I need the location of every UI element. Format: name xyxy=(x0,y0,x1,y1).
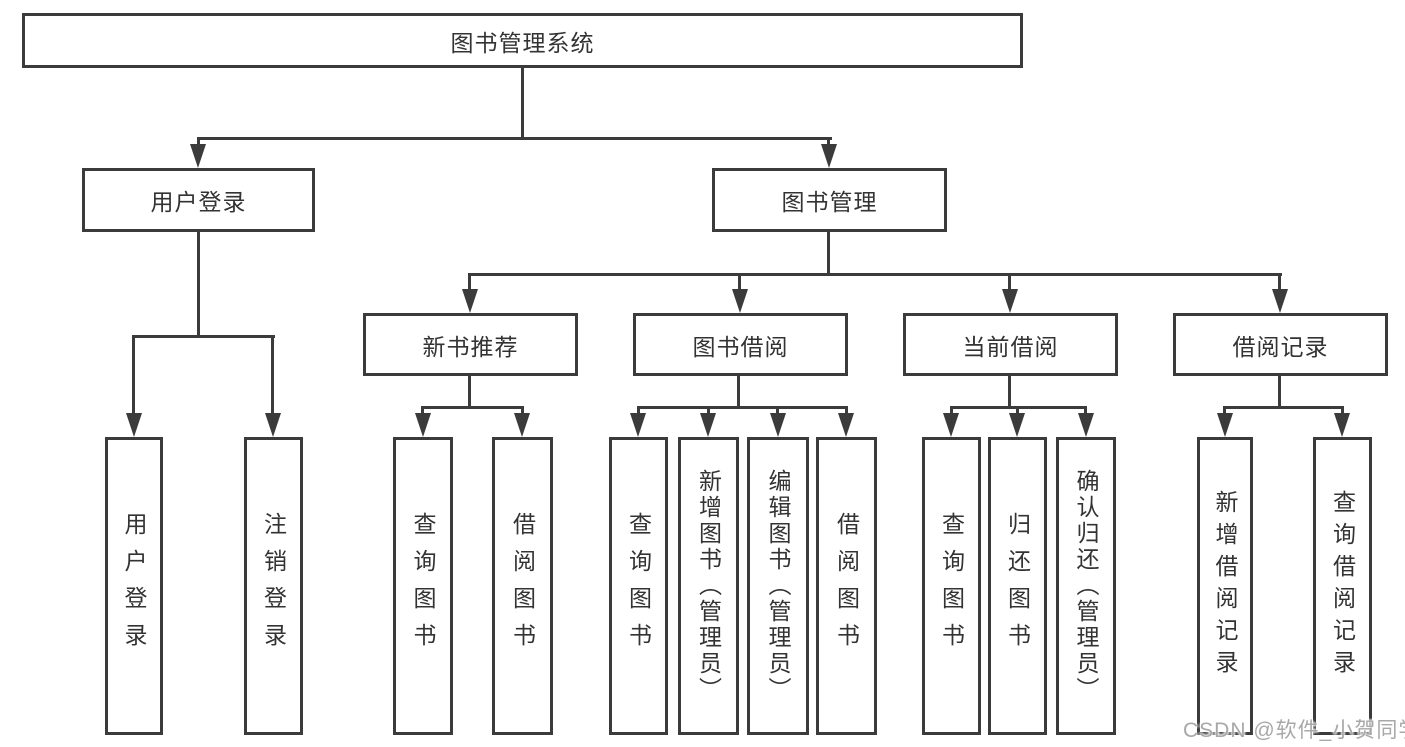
edge-drop-c2 xyxy=(707,406,710,418)
leaf-confirm-return-admin: 确认归还（管理员） xyxy=(1056,437,1116,735)
node-book-management: 图书管理 xyxy=(712,168,947,232)
edge-newbook-stem xyxy=(468,376,471,409)
arrowhead-c3 xyxy=(770,413,786,437)
arrowhead-b1 xyxy=(415,413,431,437)
edge-root-stem xyxy=(521,68,524,140)
edge-root-rail xyxy=(197,137,832,140)
leaf-logout: 注销登录 xyxy=(244,437,303,735)
edge-drop-c4 xyxy=(845,406,848,418)
arrowhead-current xyxy=(1002,289,1018,313)
leaf-borrow-book-2: 借阅图书 xyxy=(816,437,877,735)
node-new-book-recommend: 新书推荐 xyxy=(363,313,578,376)
arrowhead-c1 xyxy=(630,413,646,437)
arrowhead-e1 xyxy=(1217,413,1233,437)
edge-record-rail xyxy=(1224,406,1344,409)
leaf-add-borrow-record: 新增借阅记录 xyxy=(1197,437,1253,735)
edge-drop-c1 xyxy=(637,406,640,418)
leaf-query-book-2: 查询图书 xyxy=(609,437,668,735)
edge-borrow-rail xyxy=(637,406,848,409)
edge-drop-b1 xyxy=(421,406,424,418)
edge-drop-d2 xyxy=(1016,406,1019,418)
arrowhead-record xyxy=(1272,289,1288,313)
node-user-login: 用户登录 xyxy=(82,168,315,232)
arrowhead-d2 xyxy=(1009,413,1025,437)
arrowhead-c2 xyxy=(700,413,716,437)
edge-drop-b2 xyxy=(521,406,524,418)
edge-mgmt-rail xyxy=(469,273,1282,276)
leaf-add-book-admin: 新增图书（管理员） xyxy=(678,437,739,735)
edge-drop-e2 xyxy=(1341,406,1344,418)
edge-borrow-stem xyxy=(737,376,740,409)
edge-drop-current xyxy=(1008,273,1011,293)
arrowhead-c4 xyxy=(838,413,854,437)
arrowhead-user-login xyxy=(190,144,206,168)
edge-current-stem xyxy=(1008,376,1011,409)
edge-mgmt-stem xyxy=(827,232,830,276)
edge-newbook-rail xyxy=(422,406,524,409)
edge-user-rail xyxy=(132,335,275,338)
leaf-edit-book-admin: 编辑图书（管理员） xyxy=(747,437,809,735)
leaf-query-borrow-record: 查询借阅记录 xyxy=(1313,437,1372,735)
arrowhead-newbook xyxy=(462,289,478,313)
arrowhead-d1 xyxy=(943,413,959,437)
arrowhead-e2 xyxy=(1334,413,1350,437)
arrowhead-b2 xyxy=(514,413,530,437)
leaf-borrow-book-1: 借阅图书 xyxy=(492,437,553,735)
edge-drop-borrow xyxy=(738,273,741,293)
node-book-borrow: 图书借阅 xyxy=(633,313,848,376)
leaf-user-login: 用户登录 xyxy=(105,437,163,735)
edge-drop-d1 xyxy=(950,406,953,418)
node-current-borrow: 当前借阅 xyxy=(903,313,1118,376)
arrowhead-book-mgmt xyxy=(821,144,837,168)
node-library-system: 图书管理系统 xyxy=(22,13,1023,68)
edge-drop-d3 xyxy=(1084,406,1087,418)
edge-record-stem xyxy=(1278,376,1281,409)
arrowhead-leaf-login xyxy=(126,413,142,437)
arrowhead-d3 xyxy=(1078,413,1094,437)
leaf-return-book: 归还图书 xyxy=(988,437,1047,735)
csdn-watermark: CSDN @软件_小贺同学 xyxy=(1183,719,1405,742)
arrowhead-leaf-logout xyxy=(265,413,281,437)
leaf-query-book-3: 查询图书 xyxy=(922,437,981,735)
arrowhead-borrow xyxy=(732,289,748,313)
edge-drop-record xyxy=(1278,273,1281,293)
node-borrow-record: 借阅记录 xyxy=(1173,313,1388,376)
edge-user-stem xyxy=(197,232,200,338)
leaf-query-book-1: 查询图书 xyxy=(393,437,453,735)
edge-drop-leaf-login xyxy=(132,335,135,417)
edge-drop-e1 xyxy=(1223,406,1226,418)
edge-drop-newbook xyxy=(468,273,471,293)
edge-drop-leaf-logout xyxy=(271,335,274,417)
edge-drop-c3 xyxy=(776,406,779,418)
